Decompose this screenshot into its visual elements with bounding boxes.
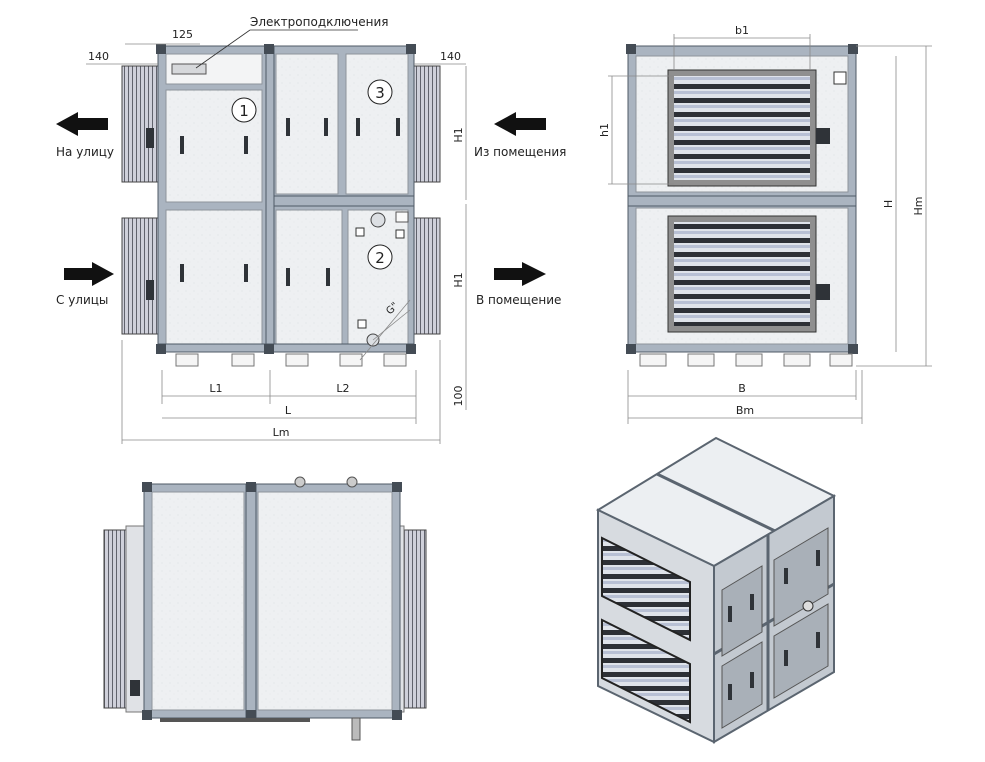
corner [156,44,166,54]
dim-b: B [738,382,746,395]
dim-l1: L1 [209,382,222,395]
foot [285,353,309,367]
dim-bm: Bm [736,404,754,417]
panel-upper-mid [275,53,339,195]
foot [175,353,199,367]
section-3-marker [367,79,393,105]
from-room-label: Из помещения [474,145,566,159]
foot [339,353,363,367]
electro-leader [195,29,251,69]
grille-top [674,76,810,180]
section-3-label: 3 [375,84,385,102]
dim-125: 125 [172,28,193,41]
electrical-box [165,53,263,85]
dim-140-left: 140 [88,50,109,63]
foot [231,353,255,367]
handle [286,268,290,286]
corner [264,344,274,354]
top-view [103,476,427,741]
handle [244,264,248,282]
right-bottom-connector [413,217,441,335]
side-view: b1 h1 H Hm B Bm [598,24,932,424]
section-1-label: 1 [239,102,249,120]
side-latch [146,128,154,148]
side-switch [833,71,847,85]
actuator [816,128,830,144]
dim-l2: L2 [336,382,349,395]
mid-horizontal-bar [273,195,415,207]
dim-h1-bottom: H1 [452,272,465,287]
section-2-label: 2 [375,249,385,267]
section-2-marker [367,244,393,270]
drain-pipe [351,717,361,741]
handle [356,118,360,136]
pipe-leader [372,309,411,341]
fitting [357,319,367,329]
panel-lower-mid [275,209,343,347]
corner [406,44,416,54]
from-street-label: С улицы [56,293,108,307]
to-room-label: В помещение [476,293,561,307]
grille-bottom [674,222,810,326]
handle [324,118,328,136]
dim-l: L [285,404,292,417]
dim-h1-top: H1 [452,127,465,142]
arrow-left-icon [56,112,108,136]
handle [180,264,184,282]
dim-h1-side: h1 [598,123,611,137]
left-bottom-connector [121,217,159,335]
dim-100: 100 [452,386,465,407]
roof-mid-bar [245,483,257,719]
dim-140-right: 140 [440,50,461,63]
handle [396,118,400,136]
fitting [395,229,405,239]
top-left-connector [103,529,127,709]
roof-panel-right [257,491,393,711]
section-1-marker [231,97,257,123]
corner [264,44,274,54]
side-mid-bar [627,195,857,207]
electrical-connections-label: Электроподключения [250,15,388,29]
corner [156,344,166,354]
iso-grille-top [601,536,691,642]
to-street-label: На улицу [56,145,114,159]
handle [180,136,184,154]
dim-b1: b1 [735,24,749,37]
terminal-strip [171,63,207,75]
fan-motor-icon [370,212,386,228]
arrow-right-icon [64,262,114,286]
foot [383,353,407,367]
fitting [355,227,365,237]
handle [244,136,248,154]
mid-vertical-bar [265,45,275,353]
roof-panel-left [151,491,245,711]
sensor-box [395,211,409,223]
top-right-connector [403,529,427,709]
actuator [816,284,830,300]
handle [326,268,330,286]
front-view: 1 3 2 G" Электроподключения 125 140 140 … [56,15,566,444]
dim-hm: Hm [912,197,925,216]
arrow-right-icon [494,262,546,286]
left-top-connector [121,65,159,183]
arrow-left-icon [494,112,546,136]
dim-lm: Lm [273,426,290,439]
side-latch [146,280,154,300]
isometric-view [595,436,837,744]
handle [286,118,290,136]
iso-grille-bottom [601,618,691,724]
right-top-connector [413,65,441,183]
dim-h: H [882,200,895,208]
corner [406,344,416,354]
